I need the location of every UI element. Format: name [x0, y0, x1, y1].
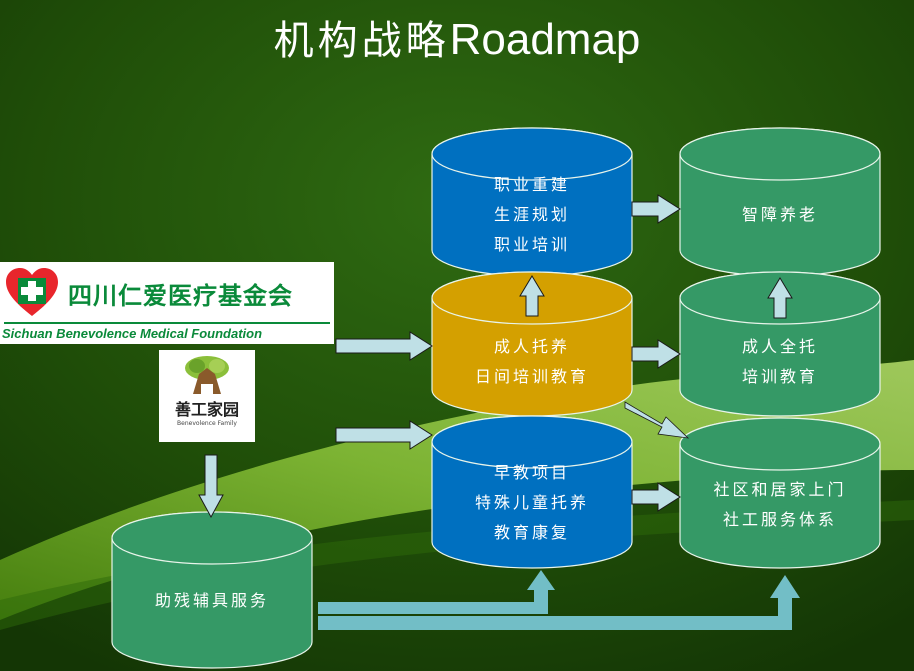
arrow-right-icon	[631, 339, 681, 369]
cylinder-top	[679, 417, 881, 471]
cylinder-top	[679, 127, 881, 181]
family-logo: 善工家园 Benevolence Family	[159, 350, 255, 442]
heart-cross-icon	[6, 268, 58, 316]
label-line: 教育康复	[493, 523, 570, 542]
family-name-cn: 善工家园	[174, 400, 239, 419]
node-early-edu-label: 早教项目 特殊儿童托养 教育康复	[432, 458, 632, 548]
node-assistive-label: 助残辅具服务	[112, 586, 312, 616]
node-community-label: 社区和居家上门 社工服务体系	[680, 475, 880, 535]
label-line: 特殊儿童托养	[474, 493, 589, 512]
label-line: 成人全托	[741, 337, 818, 356]
label-line: 助残辅具服务	[154, 591, 269, 610]
arrow-diagonal-icon	[624, 401, 690, 439]
foundation-name-en: Sichuan Benevolence Medical Foundation	[2, 326, 263, 341]
family-name-en: Benevolence Family	[177, 420, 237, 427]
node-adult-day-label: 成人托养 日间培训教育	[432, 332, 632, 392]
cylinder-elderly	[679, 127, 881, 277]
foundation-name-cn: 四川仁爱医疗基金会	[68, 282, 293, 310]
cylinder-vocational	[431, 127, 633, 277]
label-line: 社工服务体系	[722, 510, 837, 529]
cylinder-top	[431, 127, 633, 181]
connector-arrow-community-icon	[318, 575, 800, 630]
label-line: 职业培训	[493, 235, 570, 254]
label-line: 早教项目	[493, 463, 570, 482]
arrow-right-icon	[335, 331, 433, 361]
label-line: 成人托养	[493, 337, 570, 356]
arrow-up-icon	[519, 275, 545, 317]
arrow-right-icon	[631, 482, 681, 512]
tree-house-icon	[185, 356, 229, 394]
label-line: 培训教育	[741, 367, 818, 386]
foundation-logo: 四川仁爱医疗基金会 Sichuan Benevolence Medical Fo…	[0, 262, 334, 344]
cylinder-top	[431, 415, 633, 469]
label-line: 生涯规划	[493, 205, 570, 224]
title-en: Roadmap	[449, 15, 641, 64]
arrow-down-icon	[198, 454, 224, 519]
cylinder-community	[679, 417, 881, 569]
label-line: 社区和居家上门	[713, 480, 847, 499]
arrow-up-icon	[767, 277, 793, 319]
label-line: 日间培训教育	[474, 367, 589, 386]
page-title: 机构战略Roadmap	[0, 10, 914, 71]
arrow-right-icon	[335, 420, 433, 450]
label-line: 职业重建	[493, 175, 570, 194]
cylinder-early-edu	[431, 415, 633, 569]
connector-arrow-early-edu-icon	[318, 570, 555, 614]
cylinder-top	[111, 511, 313, 565]
node-vocational-label: 职业重建 生涯规划 职业培训	[432, 170, 632, 260]
node-adult-full-label: 成人全托 培训教育	[680, 332, 880, 392]
divider	[4, 322, 330, 324]
cylinder-assistive	[111, 511, 313, 669]
label-line: 智障养老	[741, 205, 818, 224]
title-cn: 机构战略	[273, 18, 450, 64]
arrow-right-icon	[631, 194, 681, 224]
node-elderly-label: 智障养老	[680, 200, 880, 230]
